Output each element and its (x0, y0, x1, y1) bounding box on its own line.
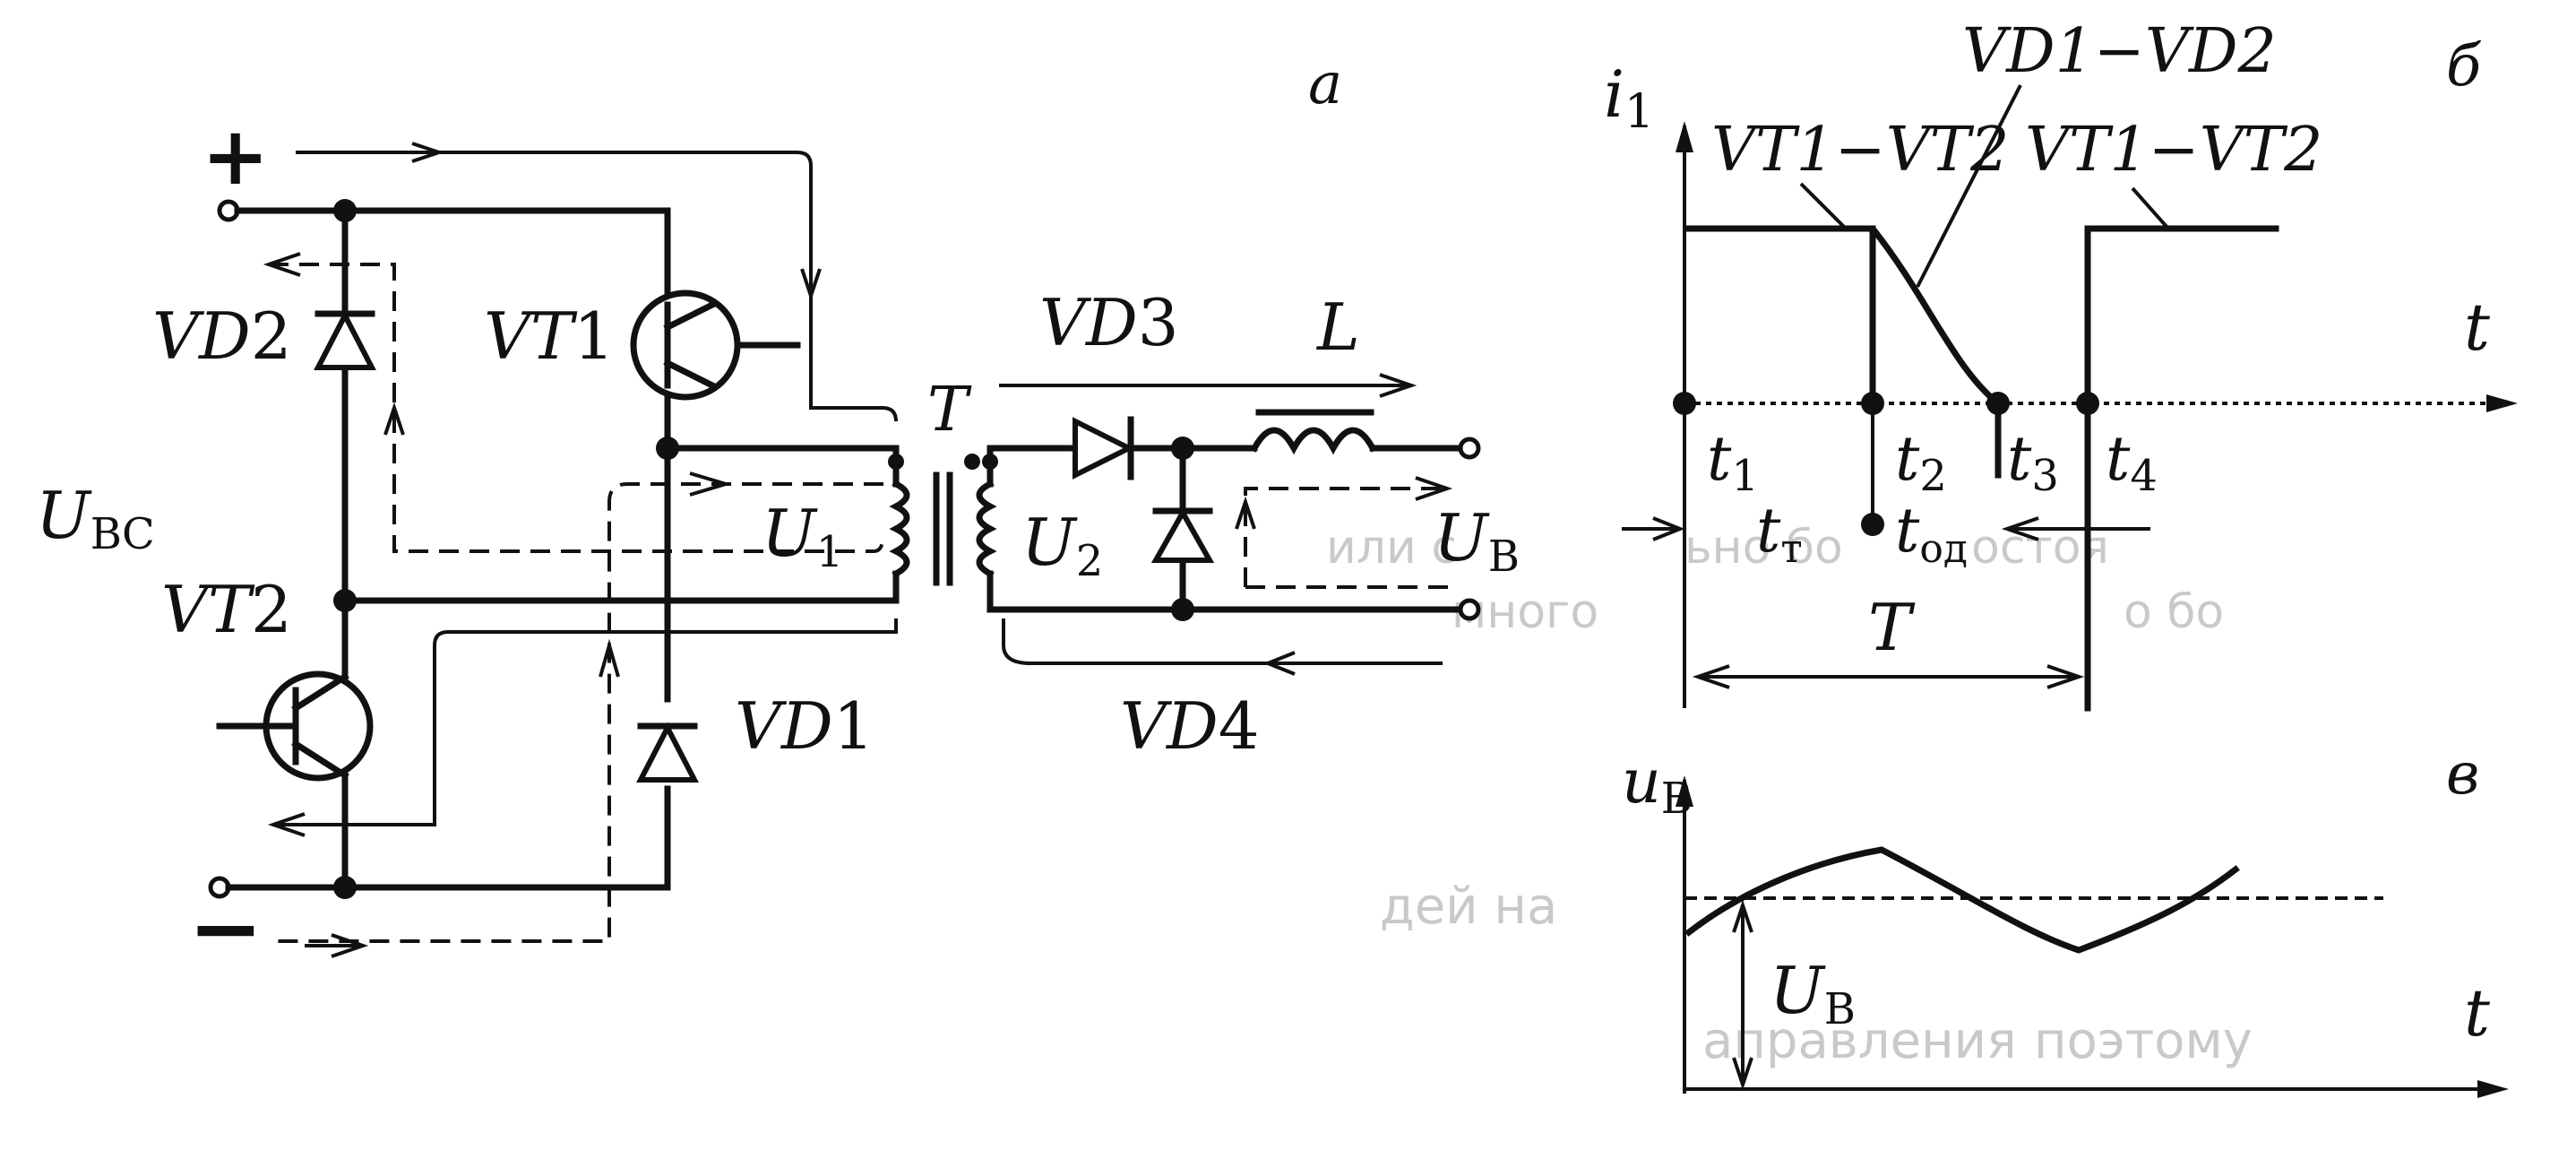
annotation-vt1-vt2-left: VT1−VT2 (1711, 115, 2009, 186)
junction-bottom-left (333, 876, 357, 899)
marker-t3 (1986, 392, 2010, 415)
label-vd4: VD4 (1120, 688, 1260, 764)
diode-vd4 (1150, 506, 1215, 563)
i1-waveform-next-pulse (2084, 225, 2279, 712)
output-terminal-plus (1458, 437, 1481, 460)
junction-mid-left (333, 589, 357, 612)
panel-label-v: в (2446, 741, 2479, 808)
junction-top-left (333, 199, 357, 222)
marker-t4 (2076, 392, 2099, 415)
marker-tt (1861, 513, 1884, 536)
label-t1: t1 (1707, 424, 1759, 501)
bg-text-2: ьно бо (1684, 521, 1843, 575)
label-t4: t4 (2106, 424, 2158, 501)
panel-label-b: б (2446, 33, 2482, 99)
bg-text-8: поэтому (2034, 1012, 2253, 1070)
bg-text-5: о бо (2124, 585, 2224, 639)
i1-axis-x-label: t (2464, 290, 2491, 365)
transformer-t (888, 454, 998, 586)
label-tod: tод (1895, 496, 1968, 572)
transistor-vt1 (630, 290, 801, 401)
i1-axis-y-arrow (1676, 121, 1693, 152)
plus-sign: + (202, 108, 269, 203)
circuit-diagram: а + − VD2 VT (36, 51, 1685, 981)
label-u-output: UВ (1434, 500, 1520, 582)
label-u2: U2 (1021, 505, 1103, 586)
voltage-timing-diagram: в uВ t UВ (1622, 741, 2509, 1098)
label-tt: tт (1756, 496, 1803, 572)
label-u1: U1 (762, 496, 843, 577)
label-u-input: UВС (36, 478, 155, 559)
bg-text-1: или с (1326, 521, 1457, 575)
ub-dc-arrows (1732, 899, 1753, 1091)
label-t3: t3 (2007, 424, 2059, 501)
label-ub-dc: UВ (1770, 953, 1856, 1034)
label-vt2: VT2 (161, 572, 292, 647)
i1-axis-label: i1 (1604, 56, 1654, 139)
diode-vd3 (1073, 416, 1135, 480)
label-vt1: VT1 (484, 298, 615, 374)
leader-2 (1916, 84, 2022, 288)
annotation-vd1-vd2: VD1−VD2 (1962, 16, 2277, 87)
label-inductor: L (1315, 290, 1360, 365)
label-vd3: VD3 (1039, 285, 1179, 360)
diode-vd2 (314, 309, 376, 370)
bg-text-7: аправления (1702, 1012, 2017, 1070)
ub-axis-label: uВ (1622, 747, 1693, 824)
period-dimension-arrows (1692, 664, 2085, 689)
ub-axis-y-arrow (1676, 775, 1693, 807)
secondary-bottom-wire (986, 570, 1473, 613)
label-t2: t2 (1895, 424, 1947, 501)
annotation-vt1-vt2-right: VT1−VT2 (2025, 115, 2322, 186)
label-vd2: VD2 (152, 298, 292, 374)
background-text: или с ьно бо остоя много о бо дей на апр… (1326, 521, 2253, 1070)
tod-arrow-head (2001, 516, 2039, 541)
ub-axis-x-label: t (2464, 975, 2491, 1051)
label-vd1: VD1 (735, 688, 874, 764)
junction-mid-right (656, 437, 679, 460)
label-period: T (1868, 590, 1916, 665)
panel-label-a: а (1308, 51, 1342, 117)
i1-axis-x-arrow (2486, 394, 2518, 412)
diode-vd1 (636, 722, 699, 783)
current-timing-diagram: б i1 t VT1−VT2 VD1−VD2 VT1−VT2 t1 t2 t3 … (1604, 16, 2518, 712)
ub-axis-x-arrow (2477, 1080, 2509, 1098)
ub-ripple-waveform (1684, 846, 2240, 954)
inductor-l (1250, 409, 1377, 455)
leader-3 (2131, 186, 2170, 230)
current-path-solid (267, 142, 1685, 958)
i1-waveform-pulse (1685, 225, 2003, 408)
bg-text-6: дей на (1380, 878, 1557, 936)
current-path-dashed (263, 252, 1453, 943)
output-terminal-minus (1458, 598, 1481, 621)
transistor-vt2 (216, 670, 374, 782)
label-transformer: T (927, 375, 972, 445)
leader-1 (1799, 182, 1848, 230)
marker-t1 (1673, 392, 1696, 415)
